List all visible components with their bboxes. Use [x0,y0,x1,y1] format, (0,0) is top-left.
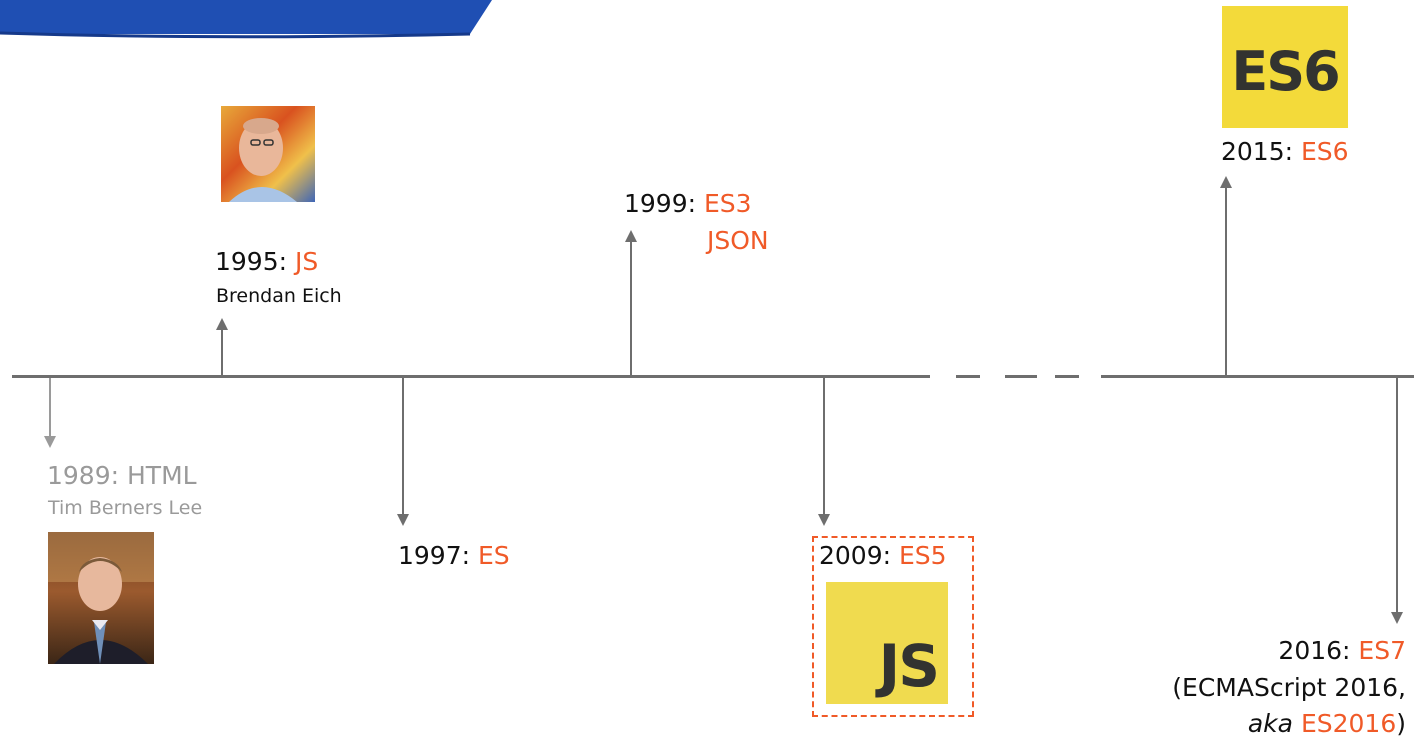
js-logo: JS [826,582,948,704]
event-2015-name: ES6 [1301,137,1349,166]
event-2016-aka: aka [1247,709,1293,738]
title-banner [0,0,492,39]
event-1997-label: 1997: ES [398,540,510,571]
connector-1997 [402,378,404,514]
event-2016-line3: aka ES2016) [1248,708,1406,739]
event-2016-line2: (ECMAScript 2016, [1172,673,1406,702]
event-1999-name1: ES3 [704,189,752,218]
event-2015-year: 2015: [1221,137,1294,166]
event-2016-close: ) [1396,709,1406,738]
event-1999-name2: JSON [707,226,769,255]
arrow-down-icon [1391,612,1403,624]
timeline-dash [1055,375,1079,378]
event-2016-alias: ES2016 [1300,709,1397,738]
event-1997-name: ES [478,541,510,570]
arrow-down-icon [397,514,409,526]
arrow-up-icon [1220,176,1232,188]
arrow-up-icon [216,318,228,330]
timeline-dash [1005,375,1037,378]
event-2009-year: 2009: [819,541,892,570]
timeline-line-right [1101,375,1414,378]
timeline-dash [956,375,980,378]
event-1989-person: Tim Berners Lee [48,497,203,519]
event-1995-person: Brendan Eich [216,285,342,307]
event-1995-name: JS [295,247,319,276]
es6-logo: ES6 [1222,6,1348,128]
event-1999-label: 1999: ES3 [624,188,752,219]
es5-highlight-box [812,536,974,717]
es6-logo-text: ES6 [1231,39,1340,103]
event-2016-name: ES7 [1358,636,1406,665]
brendan-eich-photo [221,106,315,202]
connector-2015 [1225,188,1227,376]
event-1995-label: 1995: JS [215,246,318,277]
connector-2009 [823,378,825,514]
event-2009-label: 2009: ES5 [819,540,947,571]
connector-2016 [1396,378,1398,612]
arrow-up-icon [625,230,637,242]
event-2016-year: 2016: [1278,636,1351,665]
event-1999-year: 1999: [624,189,697,218]
event-2015-label: 2015: ES6 [1221,136,1349,167]
js-logo-text: JS [878,632,940,700]
timeline-line-left [12,375,930,378]
connector-1995 [221,330,223,376]
event-2016-label: 2016: ES7 [1278,635,1406,666]
arrow-down-icon [818,514,830,526]
event-1989-year: 1989: HTML [47,461,197,490]
event-1995-year: 1995: [215,247,288,276]
connector-1999 [630,242,632,376]
event-2009-name: ES5 [899,541,947,570]
connector-1989 [49,378,51,436]
event-1997-year: 1997: [398,541,471,570]
tim-berners-lee-photo [48,532,154,664]
arrow-down-icon [44,436,56,448]
